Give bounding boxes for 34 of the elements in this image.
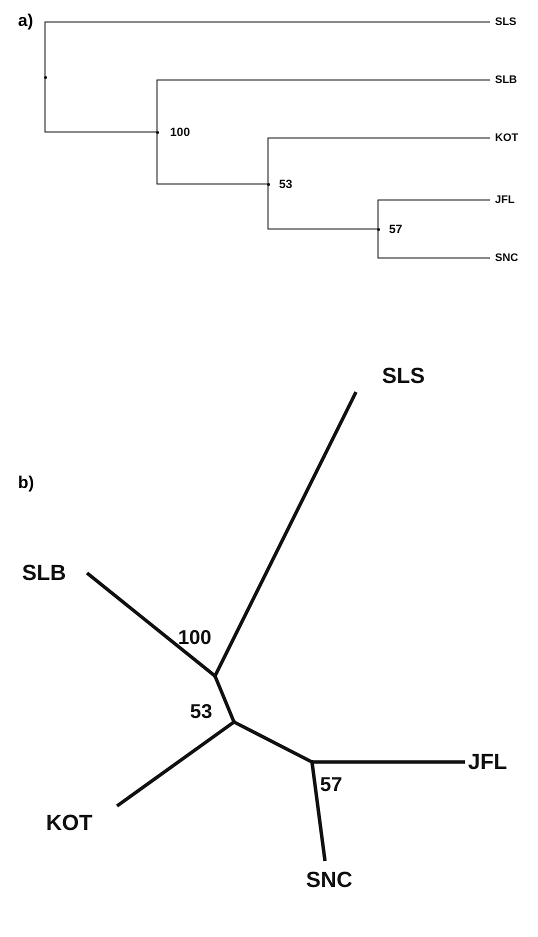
tree-branch (378, 228, 490, 258)
tree-branch (378, 200, 490, 230)
tree-branch (86, 572, 216, 678)
taxon-label: SLB (22, 562, 66, 584)
tree-branch (44, 76, 158, 132)
tree-branch (233, 720, 313, 764)
bootstrap-value: 53 (190, 702, 212, 722)
taxon-label: SNC (306, 869, 352, 891)
bootstrap-value: 57 (320, 775, 342, 795)
branch-point (44, 76, 46, 78)
tree-branch (213, 675, 236, 723)
bootstrap-value: 100 (178, 628, 212, 648)
taxon-label: KOT (495, 132, 518, 144)
taxon-label: SLS (382, 365, 425, 387)
tree-branch (156, 132, 268, 184)
panel-label: b) (18, 474, 34, 491)
taxon-label: JFL (468, 751, 508, 773)
bootstrap-value: 100 (170, 126, 190, 138)
taxon-label: KOT (46, 812, 92, 834)
bootstrap-value: 57 (389, 223, 402, 235)
tree-branch (268, 138, 490, 184)
taxon-label: SNC (495, 252, 518, 264)
tree-branch (312, 760, 465, 764)
panel-label: a) (18, 12, 34, 29)
bootstrap-value: 53 (279, 178, 292, 190)
tree-branch (116, 720, 236, 808)
tree-branch (268, 184, 378, 230)
taxon-label: JFL (495, 194, 515, 206)
tree-branch (156, 80, 490, 132)
tree-branch (310, 762, 327, 862)
tree-branch (44, 22, 490, 78)
tree-branch (213, 391, 358, 677)
taxon-label: SLS (495, 16, 516, 28)
taxon-label: SLB (495, 74, 517, 86)
